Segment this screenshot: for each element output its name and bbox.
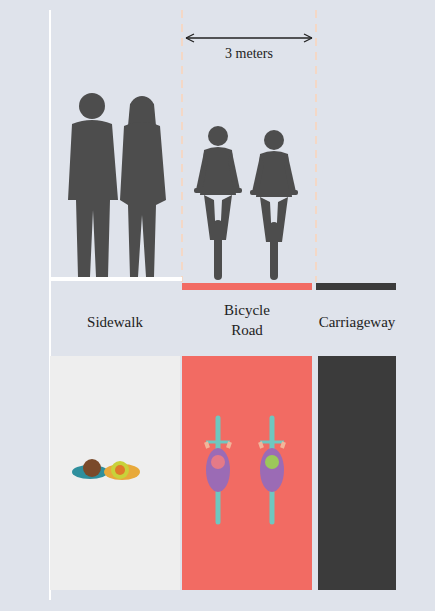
bicycle-top-view [206,418,284,522]
sidewalk-ground [50,277,182,281]
band-label: Carriageway [302,312,412,332]
band-label: Bicycle Road [212,300,282,340]
pedestrian-top-view [72,459,140,480]
dashed-guide [181,10,183,282]
pedestrian-silhouette [68,93,166,277]
road-band: Sidewalk [50,356,180,590]
dashed-guide [315,10,317,282]
road-ground [316,283,396,290]
bike-ground [182,283,312,290]
dimension-arrow [186,34,312,42]
band-label: Sidewalk [40,312,190,332]
road-band: Bicycle Road [182,356,312,590]
road-band: Carriageway [318,356,396,590]
dimension-label: 3 meters [182,45,316,63]
cyclist-silhouette [194,126,298,280]
